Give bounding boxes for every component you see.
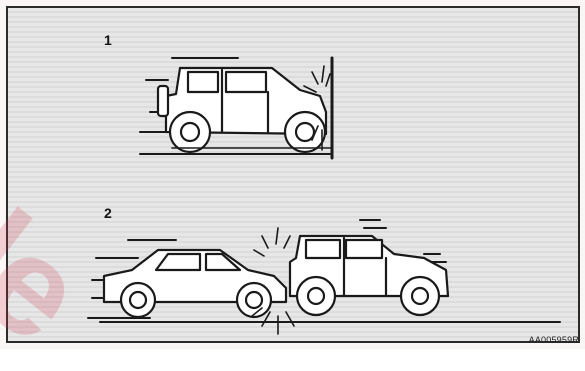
manual-illustration-page: de 1 2 AA005959R: [0, 0, 585, 349]
sedan: [104, 250, 286, 317]
figure-reference-code: AA005959R: [529, 335, 579, 345]
scenario-2-rear-end-collision: [88, 220, 560, 334]
scenario-2-number: 2: [104, 205, 112, 221]
suv-2: [290, 236, 448, 315]
suv-1: [158, 68, 332, 152]
scenario-1-frontal-wall-collision: [140, 58, 332, 158]
collision-diagram: [0, 0, 585, 349]
scenario-1-number: 1: [104, 32, 112, 48]
